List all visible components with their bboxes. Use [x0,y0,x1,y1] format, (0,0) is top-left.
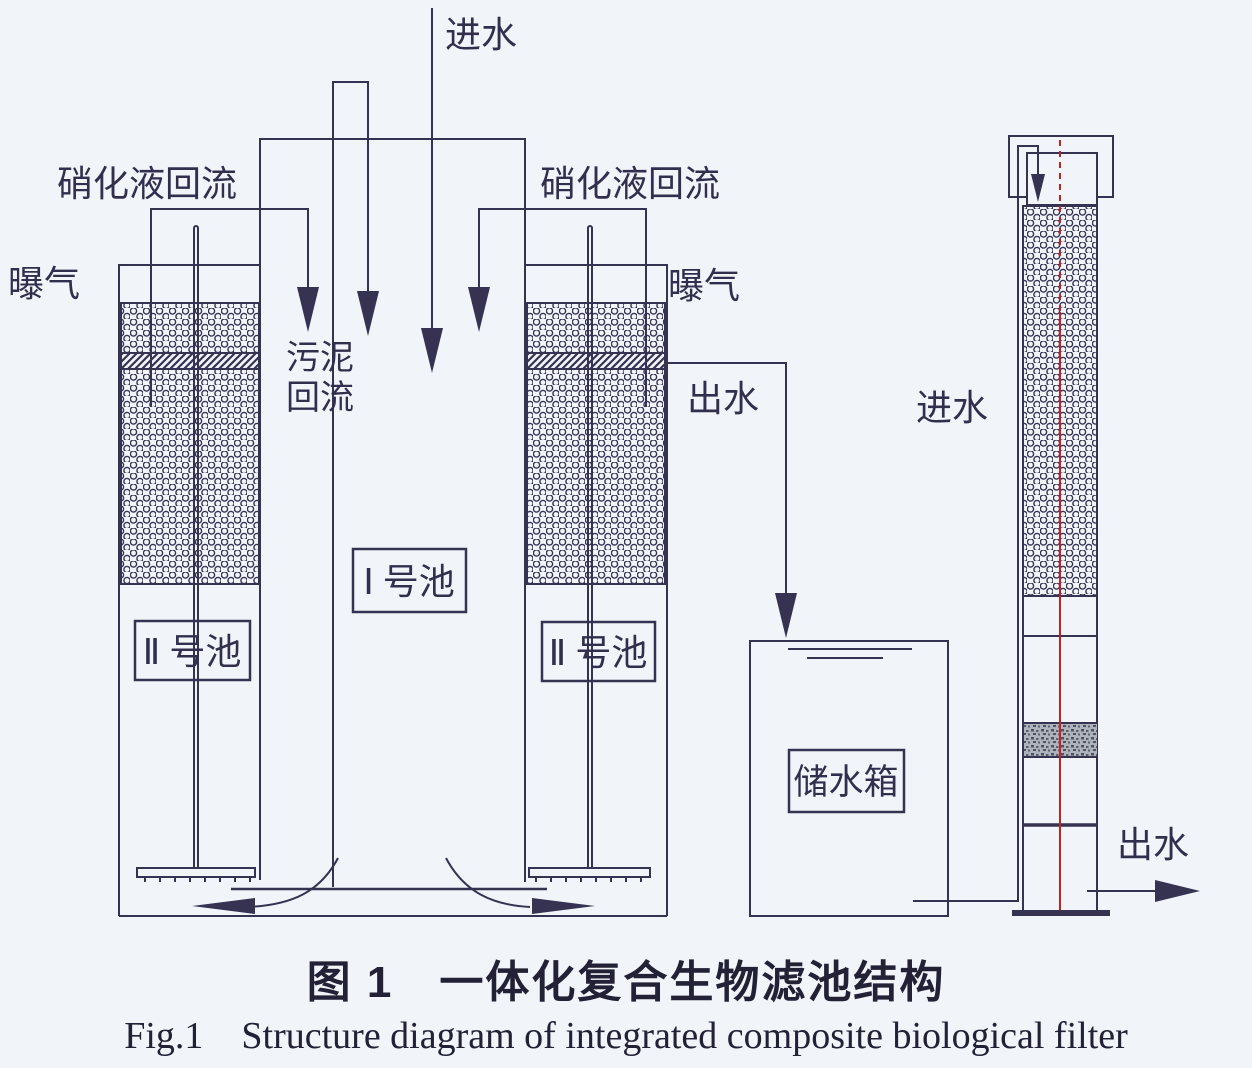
media-rings-band [120,302,260,354]
diffuser-ticks [535,877,642,882]
right-arrow-icon [532,898,595,914]
outlet-to-storage-label: 出水 [687,379,759,419]
sludge-reflux-label-line2: 回流 [286,379,354,417]
figure-caption-chinese: 图 1 一体化复合生物滤池结构 [306,958,946,1007]
flow-curve-left [247,857,339,908]
down-arrow-icon [1031,174,1045,202]
sludge-reflux-label-line1: 污泥 [286,340,354,377]
column-inlet-label: 进水 [916,388,988,428]
column-head-inlet [1018,145,1039,177]
aeration-pipe-left [136,225,256,882]
nitrified-reflux-pipe-right [468,208,647,407]
tank-1-walls [259,138,526,882]
effluent-pipe-to-storage [667,362,797,638]
riser-line [913,145,1039,902]
effluent-line [667,362,787,596]
tank-1-wall [259,138,526,882]
tank-2-left-walls [118,264,260,916]
media-rings-band [526,302,666,354]
storage-tank-label: 储水箱 [793,763,898,802]
storage-tank-body [749,640,949,917]
diffuser-ticks [144,877,251,882]
storage-tank-label-box [787,748,906,814]
media-hatch-band [120,352,260,370]
tank-1-label: Ⅰ 号池 [363,562,455,602]
down-arrow-icon [468,287,490,332]
flow-curve-right [445,857,531,908]
down-arrow-icon [297,287,319,332]
diagram-canvas: 进水 硝化液回流 硝化液回流 曝气 曝气 污泥 回流 Ⅰ 号池 Ⅱ 号池 Ⅱ 号… [8,8,1200,917]
column-outlet-label: 出水 [1117,825,1189,865]
tank-2-right-wall [525,264,668,916]
reflux-line [150,208,309,407]
sludge-loop-line [332,81,369,887]
tank-2-right-label: Ⅱ 号池 [549,633,648,673]
tank-1-label-box [351,547,468,614]
water-surface-lines [788,648,912,659]
down-arrow-icon [775,593,797,638]
diagram-labels: 进水 硝化液回流 硝化液回流 曝气 曝气 污泥 回流 Ⅰ 号池 Ⅱ 号池 Ⅱ 号… [8,15,1189,865]
aeration-pipe [587,225,593,869]
aeration-distributor [136,867,256,878]
inlet-top-label: 进水 [445,15,517,55]
reflux-line [478,208,647,407]
aeration-distributor [528,867,651,878]
aeration-pipe-right [528,225,651,882]
tank-2-left-wall [118,264,260,916]
media-rings-band [120,368,260,585]
tank-2-right-walls [525,264,668,916]
aeration-right-label: 曝气 [668,266,740,306]
down-arrow-icon [357,291,379,336]
down-arrow-icon [421,328,443,373]
bottom-flow [192,857,595,914]
column-outlet-pipe [1087,880,1200,902]
left-arrow-icon [192,898,255,914]
reactor-assembly [118,8,1045,917]
media-rings-band [526,368,666,585]
sludge-return-pipe [332,81,379,887]
storage-tank [749,640,949,917]
figure-caption-english: Fig.1 Structure diagram of integrated co… [124,1015,1128,1057]
aeration-left-label: 曝气 [8,264,80,304]
filter-column [1008,135,1200,916]
tank-2-right-label-box [540,620,657,683]
nitrified-reflux-pipe-left [150,208,319,407]
media-hatch-band [526,352,666,370]
nitrified-reflux-left-label: 硝化液回流 [57,164,237,204]
tank-2-left-media [120,302,260,585]
tank-2-right-media [526,302,666,585]
right-arrow-icon [1155,880,1200,902]
influent-pipe [421,8,443,373]
tank-2-left-label-box [133,619,252,682]
tank-2-left-label: Ⅱ 号池 [143,632,242,672]
nitrified-reflux-right-label: 硝化液回流 [540,164,720,204]
aeration-pipe [193,225,199,869]
